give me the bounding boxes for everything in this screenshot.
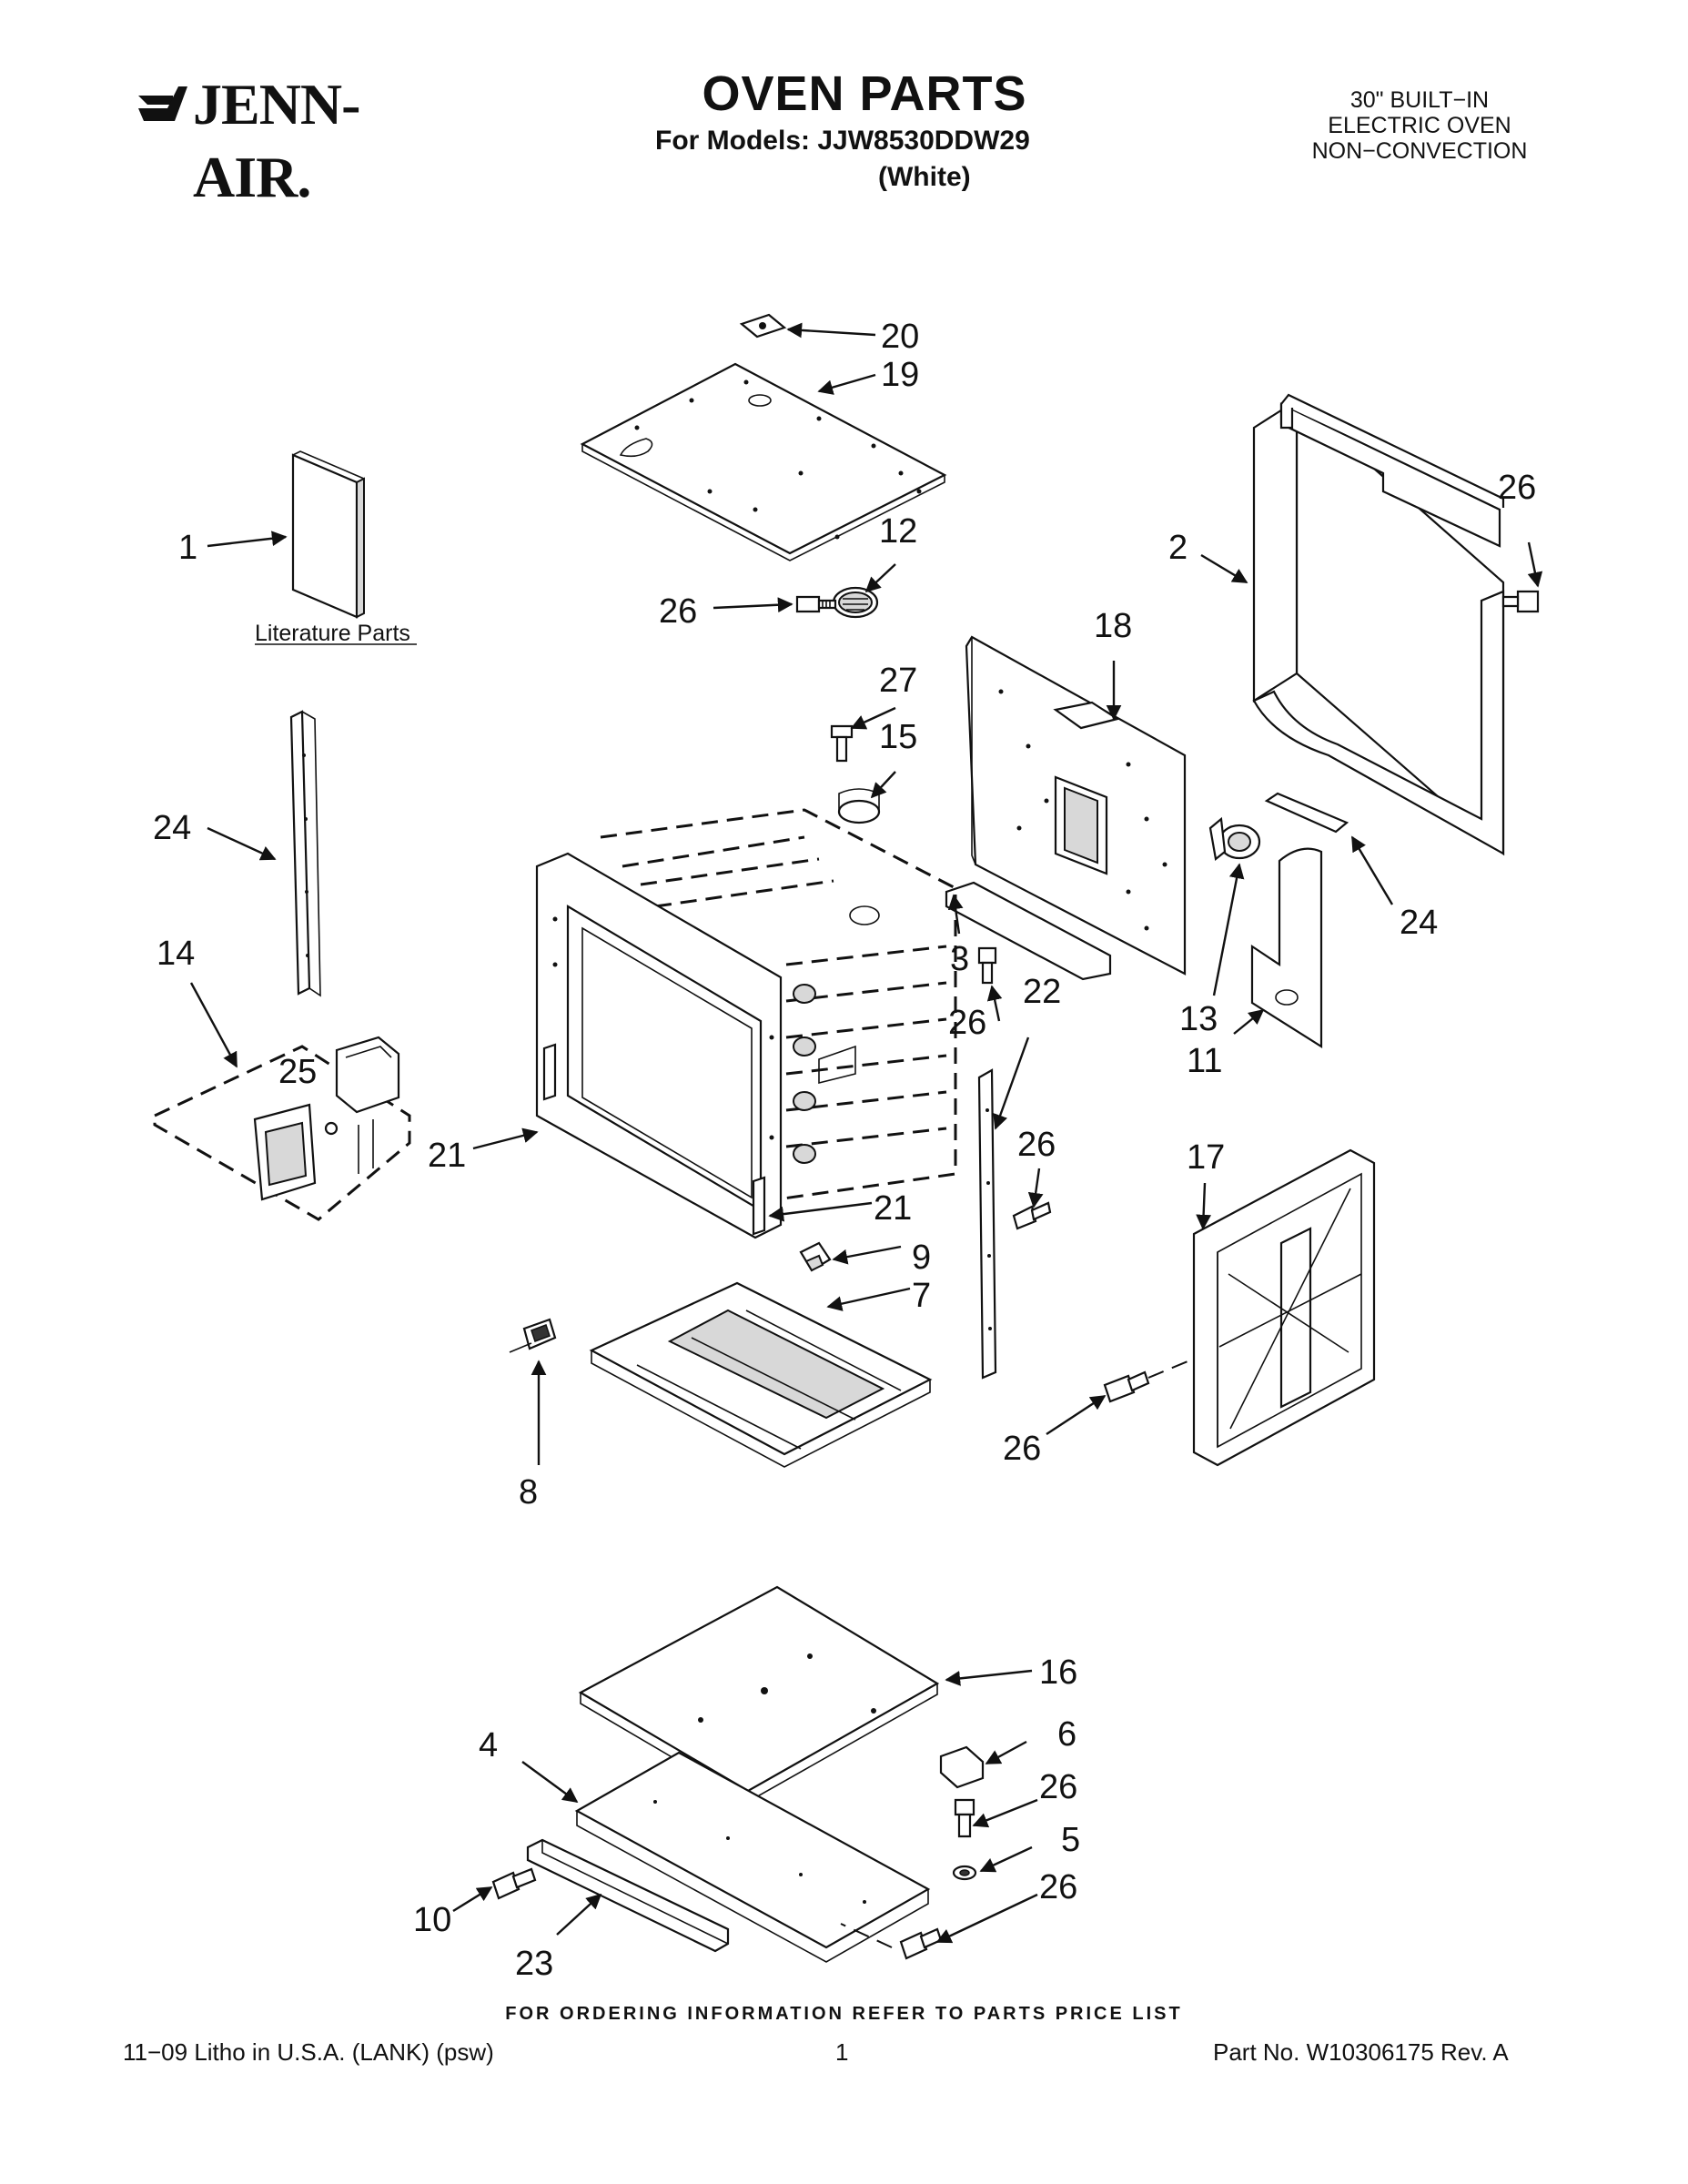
model-numbers: For Models: JJW8530DDW29	[655, 126, 1030, 156]
callout-21-right: 21	[874, 1189, 912, 1228]
strip-part-24-right	[1264, 792, 1349, 834]
callout-8: 8	[519, 1473, 538, 1512]
callout-26-center: 26	[948, 1004, 986, 1042]
callout-26-right-top: 26	[1498, 469, 1536, 507]
washer-part-5	[952, 1865, 977, 1881]
callout-9: 9	[912, 1239, 931, 1277]
appliance-type-line: NON−CONVECTION	[1311, 138, 1528, 164]
bracket-part-3	[945, 881, 1112, 981]
callout-5: 5	[1061, 1821, 1080, 1859]
appliance-type-line: 30" BUILT−IN	[1349, 87, 1490, 113]
clip-part-6	[939, 1745, 985, 1789]
thermostat-part-13	[1208, 816, 1261, 862]
callout-26-mid: 26	[1017, 1126, 1056, 1164]
strip-part-22	[977, 1068, 997, 1380]
callout-26-lower: 26	[1039, 1768, 1077, 1806]
bottom-panel-part-4	[574, 1751, 931, 1963]
front-frame-part-21	[535, 852, 783, 1239]
tray-part-7	[589, 1281, 933, 1468]
callout-leaders	[189, 322, 1543, 1944]
screw-part-26-center	[977, 946, 997, 985]
door-liner-part-17	[1192, 1148, 1376, 1467]
callout-15: 15	[879, 718, 917, 756]
screw-part-10	[491, 1867, 537, 1900]
callout-24-left: 24	[153, 809, 191, 847]
callout-13: 13	[1179, 1000, 1218, 1038]
litho-info: 11−09 Litho in U.S.A. (LANK) (psw)	[123, 2038, 494, 2066]
callout-4: 4	[479, 1726, 498, 1764]
callout-11: 11	[1187, 1042, 1222, 1080]
strip-part-24-left	[289, 710, 321, 997]
model-color: (White)	[878, 162, 971, 192]
rear-panel-part-18	[965, 635, 1187, 976]
screw-part-27	[830, 724, 854, 763]
callout-18: 18	[1094, 607, 1132, 645]
page-title: OVEN PARTS	[702, 66, 1027, 121]
appliance-type: 30" BUILT−IN ELECTRIC OVEN NON−CONVECTIO…	[1269, 87, 1570, 164]
duct-part-11	[1250, 847, 1323, 1048]
brand-logo: JENN-AIR.	[136, 68, 473, 209]
callout-17: 17	[1187, 1138, 1225, 1177]
rail-part-23	[526, 1838, 730, 1953]
callout-24-right: 24	[1400, 904, 1438, 942]
page-number: 1	[835, 2038, 849, 2066]
brand-name: JENN-AIR.	[193, 72, 360, 209]
callout-3: 3	[950, 940, 969, 978]
callout-7: 7	[912, 1277, 931, 1315]
vent-grille-part-12	[832, 586, 879, 619]
brand-logo-mark-icon	[138, 86, 187, 121]
part-number: Part No. W10306175 Rev. A	[1213, 2038, 1509, 2066]
callout-10: 10	[413, 1901, 451, 1939]
label-part-20	[739, 313, 787, 339]
latch-part-8	[509, 1318, 557, 1353]
oven-cavity	[600, 808, 957, 1205]
screw-part-26-right-top	[1501, 590, 1540, 613]
screw-part-26-mid	[1012, 1201, 1052, 1230]
callout-14: 14	[157, 935, 195, 973]
literature-parts-label: Literature Parts	[255, 621, 410, 646]
callout-22: 22	[1023, 973, 1061, 1011]
callout-23: 23	[515, 1945, 553, 1983]
control-module-part-14	[153, 1036, 411, 1221]
callout-2: 2	[1168, 529, 1188, 567]
wrapper-panel-part-2	[1252, 393, 1505, 856]
top-cover-panel	[580, 362, 947, 561]
screw-part-26-bottom	[840, 1923, 943, 1960]
callout-1: 1	[178, 529, 197, 567]
callout-25: 25	[278, 1053, 317, 1091]
screw-part-26-top	[795, 595, 837, 613]
literature-booklet	[291, 450, 365, 619]
callout-21-left: 21	[428, 1137, 466, 1175]
appliance-type-line: ELECTRIC OVEN	[1328, 113, 1511, 138]
callout-20: 20	[881, 318, 919, 356]
ordering-note: FOR ORDERING INFORMATION REFER TO PARTS …	[505, 2004, 1183, 2024]
bumper-part-9	[799, 1241, 832, 1272]
callout-26-bottom: 26	[1039, 1868, 1077, 1906]
callout-26-top: 26	[659, 592, 697, 631]
screw-part-26-lower	[954, 1798, 975, 1838]
callout-19: 19	[881, 356, 919, 394]
bottom-cover-part-16	[578, 1585, 940, 1803]
callout-12: 12	[879, 512, 917, 551]
callout-27: 27	[879, 662, 917, 700]
screw-part-26-door	[1103, 1359, 1193, 1403]
callout-6: 6	[1057, 1715, 1076, 1754]
fitting-part-15	[837, 788, 881, 824]
callout-16: 16	[1039, 1653, 1077, 1692]
callout-26-door: 26	[1003, 1430, 1041, 1468]
callout-numbers: 20 19 1 2 26 12 26 18 27 15 24 3 26 24 1…	[153, 318, 1536, 1983]
